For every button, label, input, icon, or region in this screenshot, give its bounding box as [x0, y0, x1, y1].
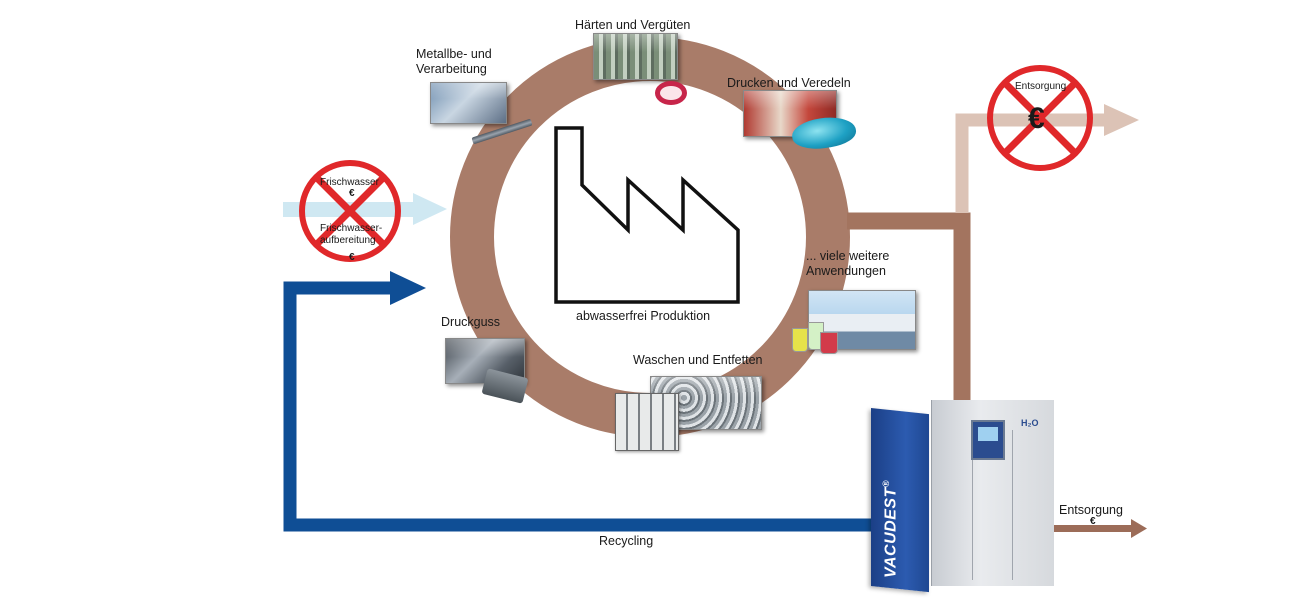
machine-h2o-badge: H₂O [1021, 418, 1039, 428]
fresh-water-euro: € [349, 188, 355, 199]
washing-label: Waschen und Entfetten [633, 353, 763, 367]
outflow-pipe [847, 212, 971, 420]
disposal-top-label: Entsorgung [1015, 81, 1067, 92]
disposal-top-arrowhead [1104, 104, 1139, 136]
fresh-water-treatment-label: Frischwasser- aufbereitung [320, 223, 383, 246]
disposal-bottom-arrowhead [1131, 519, 1147, 538]
recycling-line [283, 281, 873, 532]
machine-door-seam [972, 430, 973, 580]
recycling-arrowhead [390, 271, 426, 305]
center-caption: abwasserfrei Produktion [576, 309, 711, 323]
disposal-prohibit-sign [987, 65, 1093, 171]
disposal-bottom-arrow [1053, 525, 1133, 532]
fresh-water-treatment-euro: € [349, 252, 355, 263]
printing-photo [743, 90, 837, 137]
fresh-water-label: Frischwasser [320, 177, 379, 188]
hardening-photo [593, 33, 678, 80]
red-ring-image [655, 81, 687, 105]
die-casting-label: Druckguss [441, 315, 501, 329]
printing-label: Drucken und Veredeln [727, 76, 851, 90]
disposal-top-euro: € [1028, 102, 1045, 135]
machine-door-seam [1012, 430, 1013, 580]
factory-icon [554, 126, 740, 304]
disposal-bottom-label: Entsorgung [1059, 503, 1123, 517]
vacudest-machine: VACUDEST® H₂O [871, 398, 1054, 593]
disposal-top-arrow [955, 113, 1110, 213]
fresh-water-prohibit-sign [299, 160, 401, 262]
recycling-label: Recycling [599, 534, 654, 548]
hardening-label: Härten und Vergüten [575, 18, 691, 32]
machine-control-panel [971, 420, 1005, 460]
metal-processing-photo [430, 82, 507, 124]
metal-processing-label: Metallbe- und Verarbeitung [416, 47, 492, 76]
machine-brand: VACUDEST® [881, 480, 900, 578]
lab-glass-image [792, 318, 838, 356]
more-applications-label: ... viele weitere Anwendungen [806, 249, 890, 278]
disposal-bottom-euro: € [1090, 516, 1096, 527]
ibc-container-image [615, 393, 679, 451]
fresh-water-arrowhead [413, 193, 447, 225]
